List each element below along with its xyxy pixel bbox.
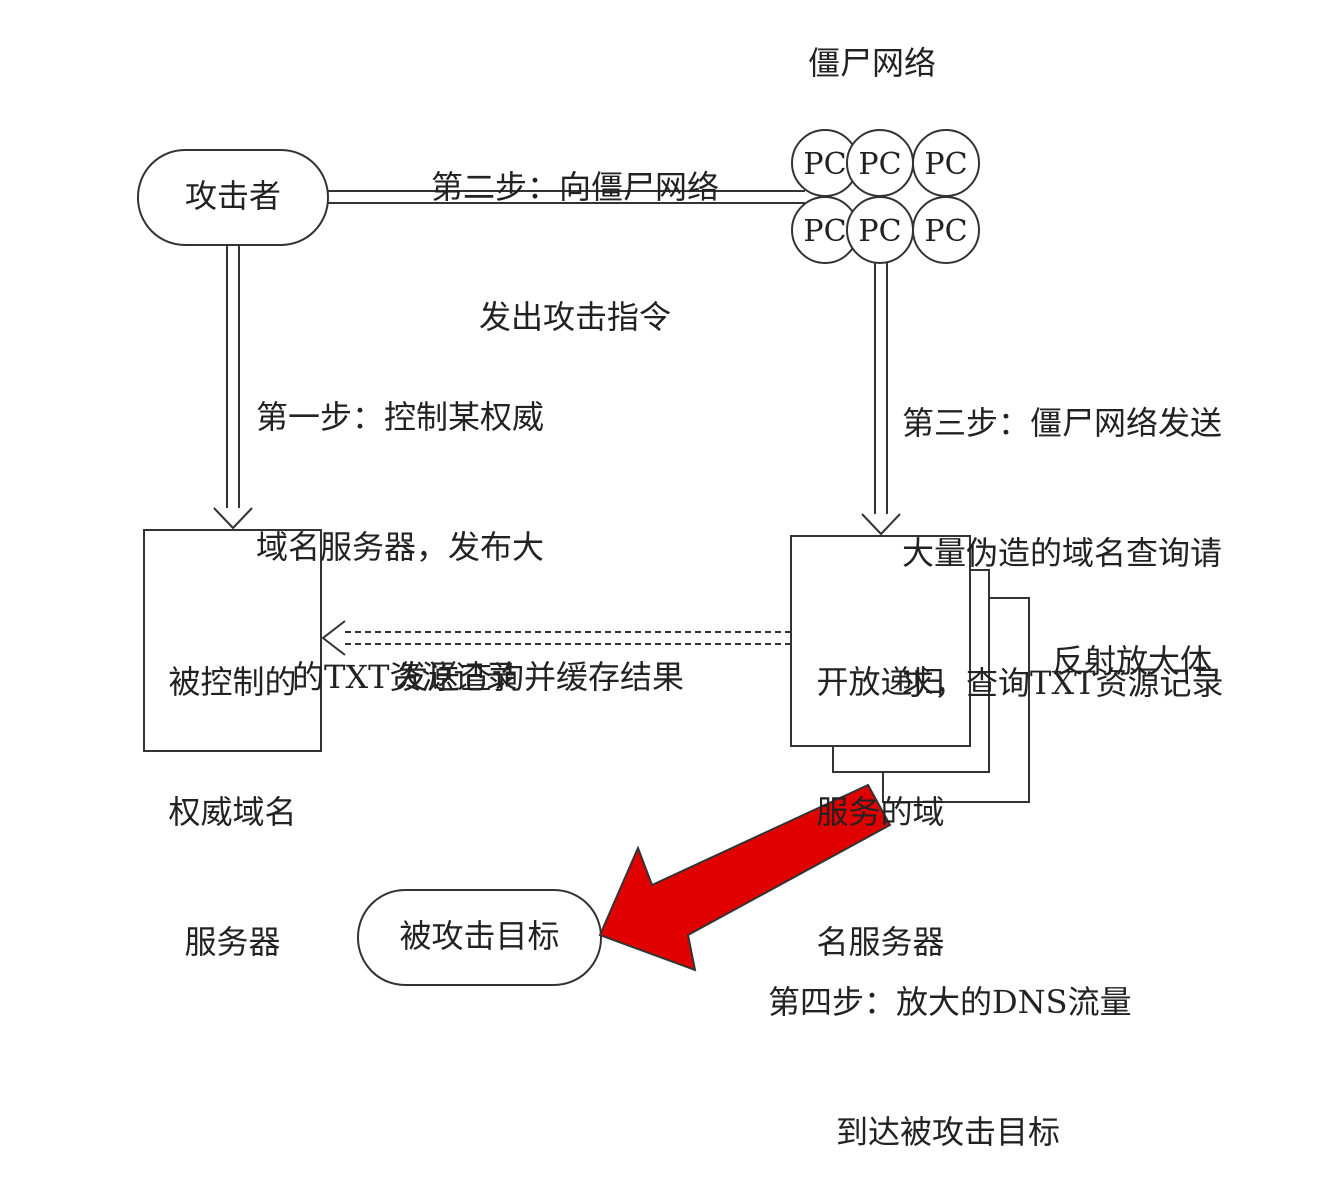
pc-label: PC	[858, 147, 901, 182]
pc-label: PC	[858, 214, 901, 249]
target-label: 被攻击目标	[399, 917, 560, 955]
target-node	[357, 889, 602, 986]
step3-line: 大量伪造的域名查询请	[902, 533, 1223, 572]
botnet-cluster	[791, 129, 980, 264]
pc-label: PC	[924, 147, 967, 182]
step1-line: 域名服务器，发布大	[256, 527, 545, 566]
auth-server-line: 权威域名	[168, 792, 297, 831]
auth-server-line: 服务器	[184, 922, 281, 961]
attacker-label: 攻击者	[184, 177, 281, 215]
dns-amplification-diagram: PC PC PC PC PC PC	[137, 129, 1030, 986]
step2-label: 第二步：向僵尸网络 发出攻击指令	[400, 80, 750, 382]
open-resolver-line: 服务的域	[816, 792, 945, 831]
pc-label: PC	[803, 147, 846, 182]
pc-node	[912, 196, 980, 264]
arrow-attacker-to-auth-server	[213, 245, 253, 530]
auth-server-node	[143, 529, 322, 752]
step3-line: 求，查询TXT资源记录	[902, 663, 1224, 702]
open-resolver-line: 开放递归	[816, 663, 945, 702]
attacker-node	[137, 149, 329, 246]
step3-label: 第三步：僵尸网络发送 大量伪造的域名查询请 求，查询TXT资源记录	[902, 316, 1223, 748]
step3-line: 第三步：僵尸网络发送	[902, 404, 1223, 443]
step4-line: 第四步：放大的DNS流量	[768, 983, 1132, 1022]
query-cache-label: 发送查询并缓存结果	[396, 658, 685, 696]
pc-labels: PC PC PC PC PC PC	[803, 147, 967, 249]
reflector-label: 反射放大体	[1052, 642, 1213, 680]
open-resolver-label: 开放递归 服务的域 名服务器	[791, 575, 970, 1007]
auth-server-line: 被控制的	[168, 663, 297, 702]
open-resolver-node	[790, 535, 971, 747]
botnet-title: 僵尸网络	[808, 44, 937, 82]
open-resolver-line: 名服务器	[816, 922, 945, 961]
step1-line: 的TXT资源记录	[292, 657, 518, 696]
step4-label: 第四步：放大的DNS流量 到达被攻击目标	[768, 895, 1132, 1197]
pc-label: PC	[924, 214, 967, 249]
step1-line: 第一步：控制某权威	[256, 398, 545, 437]
step4-line: 到达被攻击目标	[836, 1112, 1061, 1151]
step2-line: 发出攻击指令	[478, 297, 671, 336]
amplified-traffic-arrow	[598, 783, 892, 972]
arrow-resolver-to-auth-server	[321, 620, 791, 656]
step1-label: 第一步：控制某权威 域名服务器，发布大 的TXT资源记录	[256, 310, 544, 742]
pc-label: PC	[803, 214, 846, 249]
step2-line: 第二步：向僵尸网络	[430, 168, 719, 207]
auth-server-label: 被控制的 权威域名 服务器	[144, 575, 321, 1007]
arrow-botnet-to-resolver	[861, 263, 901, 536]
